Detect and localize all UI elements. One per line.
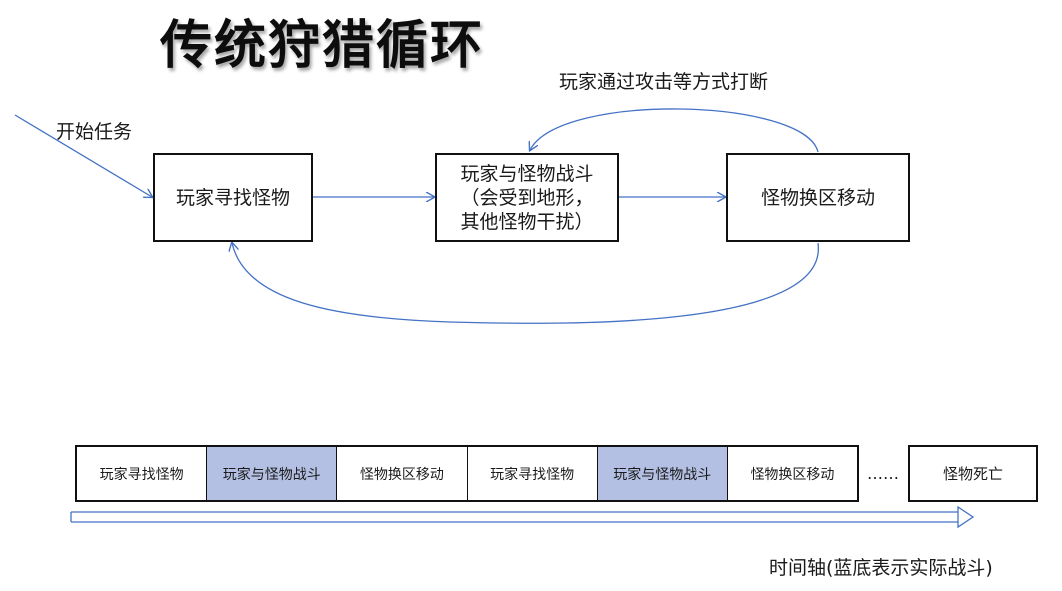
node-fight-monster-label: 玩家与怪物战斗 （会受到地形， 其他怪物干扰） [460, 162, 594, 233]
timeline-segment: 玩家寻找怪物 [468, 447, 598, 500]
start-arrow [14, 114, 152, 197]
timeline-segment: 玩家与怪物战斗 [597, 447, 728, 500]
timeline-bar: 玩家寻找怪物 玩家与怪物战斗 怪物换区移动 玩家寻找怪物 玩家与怪物战斗 怪物换… [75, 445, 859, 502]
timeline-segment: 怪物换区移动 [750, 466, 835, 483]
timeline-ellipsis: …… [867, 464, 899, 483]
start-task-label: 开始任务 [56, 121, 133, 143]
node-monster-relocate: 怪物换区移动 [726, 153, 910, 242]
return-loop-arrow [232, 243, 819, 324]
interrupt-loop-arrow [530, 108, 819, 152]
interrupt-loop-label: 玩家通过攻击等方式打断 [559, 71, 769, 93]
timeline-axis-caption: 时间轴(蓝底表示实际战斗) [769, 557, 993, 579]
node-fight-monster: 玩家与怪物战斗 （会受到地形， 其他怪物干扰） [435, 153, 619, 242]
node-monster-relocate-label: 怪物换区移动 [760, 186, 875, 209]
timeline-segment: 玩家寻找怪物 [77, 447, 208, 500]
node-find-monster: 玩家寻找怪物 [153, 153, 313, 242]
timeline-segment: 玩家与怪物战斗 [207, 447, 338, 500]
timeline-axis-head [957, 505, 975, 529]
timeline-end-label: 怪物死亡 [942, 465, 1003, 483]
diagram-title: 传统狩猎循环 [160, 16, 485, 76]
node-find-monster-label: 玩家寻找怪物 [175, 186, 290, 209]
timeline-end-box: 怪物死亡 [908, 445, 1038, 502]
timeline-segment: 怪物换区移动 [337, 447, 468, 500]
